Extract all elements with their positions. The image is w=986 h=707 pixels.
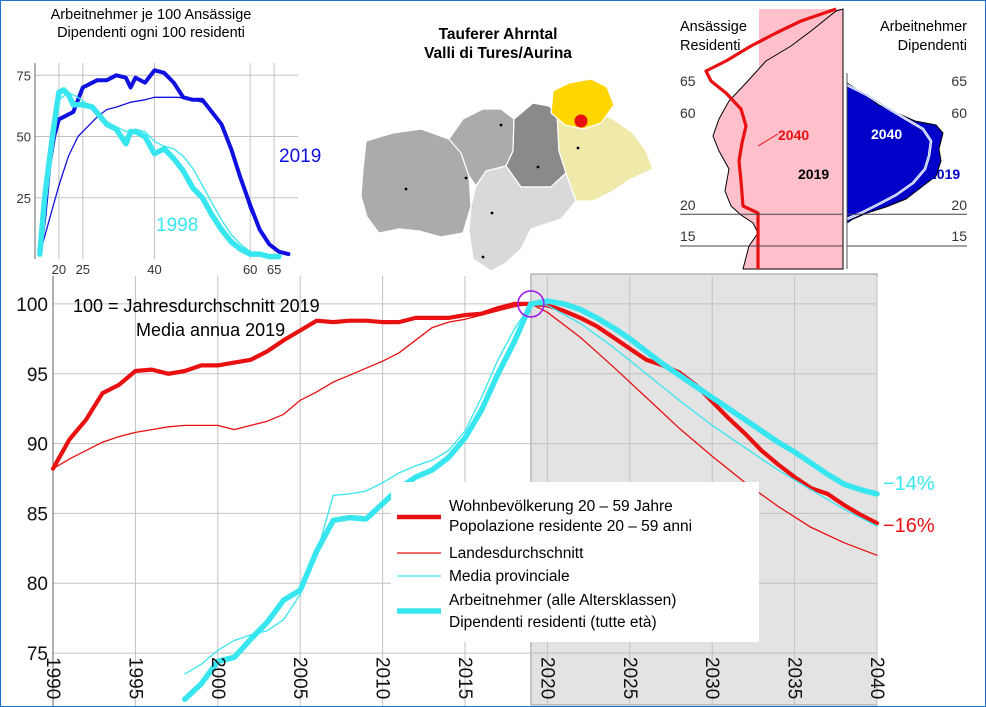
age-tick-20-left: 20 bbox=[680, 197, 696, 213]
main-series-bold-red bbox=[50, 301, 880, 526]
legend-label-media-provinciale: Media provinciale bbox=[449, 568, 570, 585]
main-x-tick-label-1990: 1990 bbox=[42, 657, 63, 699]
pyramid-label-2040-left: 2040 bbox=[778, 127, 809, 143]
main-y-tick-label-90: 90 bbox=[27, 435, 48, 456]
legend-label-residents-de: Wohnbevölkerung 20 – 59 Jahre bbox=[449, 498, 673, 515]
district-pustertal bbox=[556, 110, 654, 202]
main-x-tick-label-2030: 2030 bbox=[701, 657, 722, 699]
district-capital-dot-2 bbox=[499, 123, 503, 127]
map-title: Tauferer Ahrntal bbox=[439, 26, 558, 43]
age-tick-65-left: 65 bbox=[680, 73, 696, 89]
district-salten-schlern bbox=[468, 165, 577, 272]
main-x-tick-label-2015: 2015 bbox=[454, 657, 475, 699]
main-series-bold-cyan bbox=[182, 298, 880, 702]
age-tick-60-left: 60 bbox=[680, 105, 696, 121]
pyramid-residents-2040 bbox=[704, 7, 837, 269]
age-ratio-subtitle: Dipendenti ogni 100 residenti bbox=[57, 25, 245, 41]
age-tick-65-right: 65 bbox=[951, 73, 967, 89]
legend-label-employees-it: Dipendenti residenti (tutte età) bbox=[449, 614, 657, 631]
main-y-tick-label-85: 85 bbox=[27, 504, 48, 525]
age-tick-15-right: 15 bbox=[951, 228, 967, 244]
index-chart-title: 100 = Jahresdurchschnitt 2019 bbox=[73, 296, 320, 316]
main-x-tick-label-2005: 2005 bbox=[289, 657, 310, 699]
main-series-thin-red bbox=[52, 303, 878, 556]
district-capital-dot-6 bbox=[576, 146, 580, 150]
label-2019: 2019 bbox=[279, 146, 321, 167]
pyramid-label-2019-left: 2019 bbox=[798, 166, 829, 182]
region-map: Tauferer Ahrntal Valli di Tures/Aurina bbox=[360, 26, 654, 272]
x-tick-label-40: 40 bbox=[147, 262, 161, 277]
main-x-tick-label-2035: 2035 bbox=[784, 657, 805, 699]
x-tick-label-25: 25 bbox=[76, 262, 90, 277]
main-series-thin-cyan bbox=[184, 303, 878, 675]
pyramid-employees-2040-edge bbox=[846, 84, 932, 220]
legend-label-residents-it: Popolazione residente 20 – 59 anni bbox=[449, 518, 692, 535]
map-subtitle: Valli di Tures/Aurina bbox=[424, 45, 572, 62]
legend-box bbox=[391, 482, 759, 642]
index-chart-lines bbox=[50, 298, 880, 702]
pyramid-label-2019-right: 2019 bbox=[929, 166, 960, 182]
main-y-tick-label-100: 100 bbox=[16, 295, 48, 316]
age-tick-15-left: 15 bbox=[680, 228, 696, 244]
age-pyramid: Ansässige Residenti Arbeitnehmer Dipende… bbox=[680, 7, 967, 270]
age-ratio-series-1 bbox=[39, 96, 290, 255]
legend-label-employees-de: Arbeitnehmer (alle Altersklassen) bbox=[449, 592, 676, 609]
age-tick-60-right: 60 bbox=[951, 105, 967, 121]
main-x-tick-label-1995: 1995 bbox=[124, 657, 145, 699]
age-ratio-chart: Arbeitnehmer je 100 Ansässige Dipendenti… bbox=[17, 7, 322, 277]
end-label-employees: −14% bbox=[883, 473, 935, 495]
pyramid-right-title: Arbeitnehmer bbox=[880, 19, 967, 35]
pyramid-left-subtitle: Residenti bbox=[680, 38, 740, 54]
y-tick-label-25: 25 bbox=[17, 191, 31, 206]
pyramid-right-subtitle: Dipendenti bbox=[898, 38, 967, 54]
x-tick-label-20: 20 bbox=[52, 262, 66, 277]
municipality-location-marker bbox=[574, 114, 588, 128]
main-y-tick-label-80: 80 bbox=[27, 574, 48, 595]
main-x-tick-label-2020: 2020 bbox=[536, 657, 557, 699]
district-shapes bbox=[360, 78, 654, 272]
age-tick-20-right: 20 bbox=[951, 197, 967, 213]
district-vinschgau bbox=[360, 128, 472, 238]
district-capital-dot-4 bbox=[490, 211, 494, 215]
pyramid-shapes bbox=[680, 7, 967, 270]
main-y-tick-label-75: 75 bbox=[27, 644, 48, 665]
index-chart-subtitle: Media annua 2019 bbox=[136, 320, 285, 340]
pyramid-label-2040-right: 2040 bbox=[871, 126, 902, 142]
pyramid-2040-pointer-left bbox=[757, 133, 779, 147]
pyramid-residents-2019 bbox=[712, 8, 844, 270]
x-tick-label-65: 65 bbox=[267, 262, 281, 277]
index-chart-ticks: 1990 1995 2000 2005 2010 2015 2020 2025 2030 2035… bbox=[16, 295, 887, 699]
age-ratio-lines bbox=[37, 68, 291, 260]
y-tick-label-50: 50 bbox=[17, 130, 31, 145]
x-tick-label-60: 60 bbox=[243, 262, 257, 277]
age-ratio-series-3 bbox=[39, 91, 280, 258]
district-capital-dot-0 bbox=[404, 187, 408, 191]
main-x-tick-label-2000: 2000 bbox=[207, 657, 228, 699]
age-ratio-ticks: 20 25 40 60 65 25 50 75 bbox=[17, 68, 282, 277]
main-y-tick-label-95: 95 bbox=[27, 365, 48, 386]
district-capital-dot-3 bbox=[536, 165, 540, 169]
y-tick-label-75: 75 bbox=[17, 68, 31, 83]
pyramid-left-title: Ansässige bbox=[680, 19, 747, 35]
reference-point-circle bbox=[517, 290, 545, 318]
main-x-tick-label-2010: 2010 bbox=[372, 657, 393, 699]
main-x-tick-label-2025: 2025 bbox=[619, 657, 640, 699]
index-chart: 1990 1995 2000 2005 2010 2015 2020 2025 2030 2035… bbox=[16, 273, 935, 706]
main-x-tick-label-2040: 2040 bbox=[866, 657, 887, 699]
age-ratio-title: Arbeitnehmer je 100 Ansässige bbox=[51, 7, 252, 23]
legend: Wohnbevölkerung 20 – 59 Jahre Popolazion… bbox=[391, 482, 759, 642]
age-ratio-series-2 bbox=[37, 87, 282, 260]
district-tauferer-ahrntal bbox=[550, 78, 615, 130]
label-1998: 1998 bbox=[156, 215, 198, 236]
district-capital-dot-5 bbox=[481, 255, 485, 259]
district-capital-dot-1 bbox=[464, 176, 468, 180]
legend-label-provincial-average: Landesdurchschnitt bbox=[449, 545, 584, 562]
end-label-residents: −16% bbox=[883, 515, 935, 537]
